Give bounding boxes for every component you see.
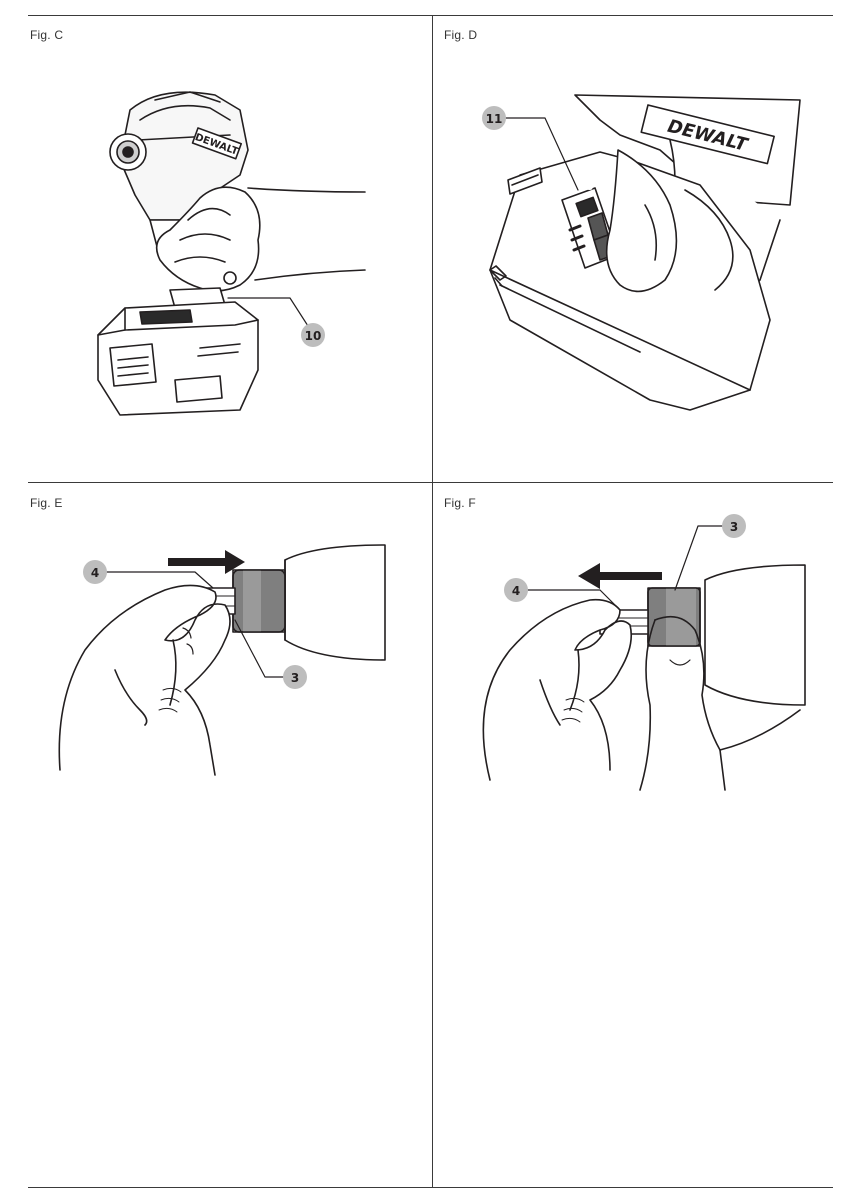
bottom-rule <box>28 1187 833 1188</box>
fig-d-gauge-digit: 3 <box>587 183 593 193</box>
fig-c-label: Fig. C <box>30 28 64 42</box>
middle-rule <box>28 482 833 483</box>
fig-d-illustration: DEWALT 3 11 <box>482 94 801 411</box>
fig-f-label: Fig. F <box>444 496 476 510</box>
fig-c-callout-10: 10 <box>305 329 322 343</box>
top-rule <box>28 15 833 16</box>
fig-c-illustration: DEWALT 10 <box>97 91 366 416</box>
fig-f-illustration: 4 3 <box>482 514 806 791</box>
fig-f-callout-4: 4 <box>512 584 520 598</box>
fig-e-illustration: 4 3 <box>58 544 386 776</box>
fig-e-label: Fig. E <box>30 496 63 510</box>
vertical-divider <box>432 15 433 1188</box>
fig-d-label: Fig. D <box>444 28 478 42</box>
fig-e-callout-4: 4 <box>91 566 99 580</box>
fig-f-callout-3: 3 <box>730 520 738 534</box>
fig-e-callout-3: 3 <box>291 671 299 685</box>
fig-d-callout-11: 11 <box>486 112 503 126</box>
